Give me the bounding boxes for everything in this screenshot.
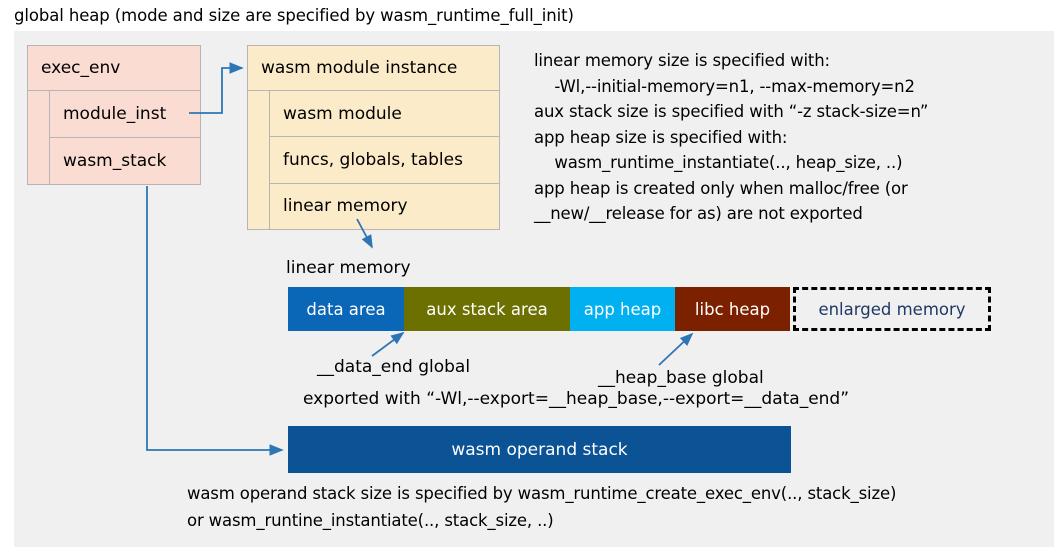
- exec-env-gutter: [28, 91, 50, 184]
- page-title: global heap (mode and size are specified…: [14, 6, 574, 25]
- diagram-canvas: exec_env module_inst wasm_stack wasm mod…: [14, 31, 1054, 547]
- wasm-module-instance-gutter: [248, 91, 270, 229]
- wasm-module-instance-body: wasm module funcs, globals, tables linea…: [248, 91, 499, 229]
- annotation-data-end-global: __data_end global: [317, 357, 471, 377]
- module-instance-field-funcs-globals-tables: funcs, globals, tables: [270, 137, 499, 184]
- exec-env-body: module_inst wasm_stack: [28, 91, 200, 184]
- exec-env-box: exec_env module_inst wasm_stack: [27, 45, 201, 185]
- memory-segment-app-heap: app heap: [570, 287, 675, 331]
- wasm-operand-stack-bar: wasm operand stack: [288, 426, 791, 473]
- memory-segment-libc-heap: libc heap: [675, 287, 790, 331]
- exec-env-field-wasm-stack: wasm_stack: [50, 138, 200, 184]
- memory-segment-enlarged-memory: enlarged memory: [793, 287, 991, 331]
- exec-env-header: exec_env: [28, 46, 200, 91]
- memory-segment-data-area: data area: [288, 287, 404, 331]
- wasm-module-instance-header: wasm module instance: [248, 46, 499, 91]
- wasm-module-instance-box: wasm module instance wasm module funcs, …: [247, 45, 500, 230]
- module-instance-field-wasm-module: wasm module: [270, 91, 499, 138]
- linear-memory-bar: data area aux stack area app heap libc h…: [288, 287, 991, 331]
- exec-env-rows: module_inst wasm_stack: [50, 91, 200, 184]
- module-instance-field-linear-memory: linear memory: [270, 183, 499, 229]
- connector-data-end-pointer: [371, 331, 405, 357]
- connector-heap-base-pointer: [658, 332, 694, 366]
- memory-segment-aux-stack-area: aux stack area: [404, 287, 570, 331]
- operand-stack-note: wasm operand stack size is specified by …: [187, 484, 897, 530]
- wasm-module-instance-rows: wasm module funcs, globals, tables linea…: [270, 91, 499, 229]
- annotation-heap-base-global: __heap_base global: [598, 368, 764, 388]
- linear-memory-notes: linear memory size is specified with: -W…: [534, 51, 929, 223]
- linear-memory-label: linear memory: [286, 258, 411, 278]
- annotation-exported-with: exported with “-Wl,--export=__heap_base,…: [303, 389, 850, 409]
- exec-env-field-module-inst: module_inst: [50, 91, 200, 138]
